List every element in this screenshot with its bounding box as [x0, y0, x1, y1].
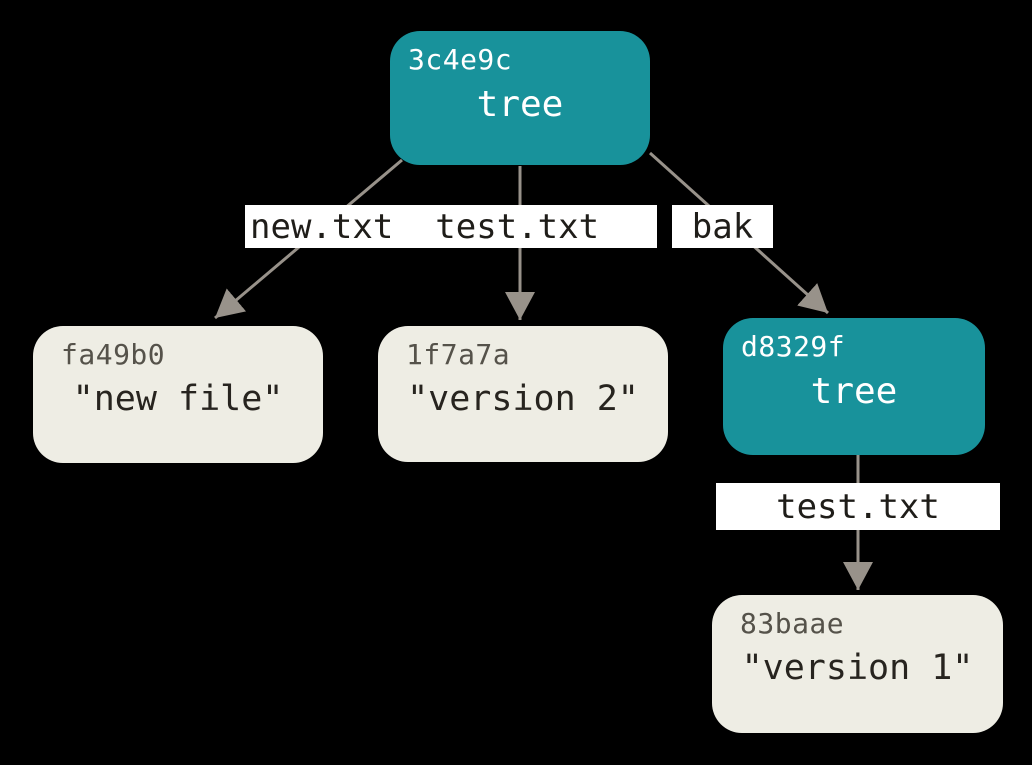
edge-label-bak: bak — [672, 205, 773, 248]
root-tree-type-label: tree — [476, 84, 564, 125]
edge-label-subtree-test-txt: test.txt — [716, 483, 1000, 530]
blob-node-new-file: fa49b0 "new file" — [33, 326, 323, 463]
sub-tree-hash: d8329f — [741, 330, 846, 363]
sub-tree-node: d8329f tree — [723, 318, 985, 455]
edge-label-newtxt-testtxt: new.txt test.txt — [245, 205, 657, 248]
root-tree-node: 3c4e9c tree — [390, 31, 650, 165]
blob-version1-content: "version 1" — [741, 648, 974, 688]
edge-label-subtree-test-txt-text: test.txt — [776, 486, 940, 527]
root-tree-hash: 3c4e9c — [408, 43, 513, 76]
edge-label-test-txt: test.txt — [435, 206, 600, 247]
blob-version1-hash: 83baae — [740, 607, 845, 640]
blob-new-file-hash: fa49b0 — [61, 338, 166, 371]
blob-new-file-content: "new file" — [72, 379, 284, 419]
blob-version2-content: "version 2" — [407, 379, 639, 419]
blob-node-version1: 83baae "version 1" — [712, 595, 1003, 733]
blob-node-version2: 1f7a7a "version 2" — [378, 326, 668, 462]
edge-label-new-txt: new.txt — [250, 206, 394, 247]
sub-tree-type-label: tree — [810, 371, 898, 412]
edge-label-bak-text: bak — [691, 206, 754, 247]
blob-version2-hash: 1f7a7a — [406, 338, 511, 371]
